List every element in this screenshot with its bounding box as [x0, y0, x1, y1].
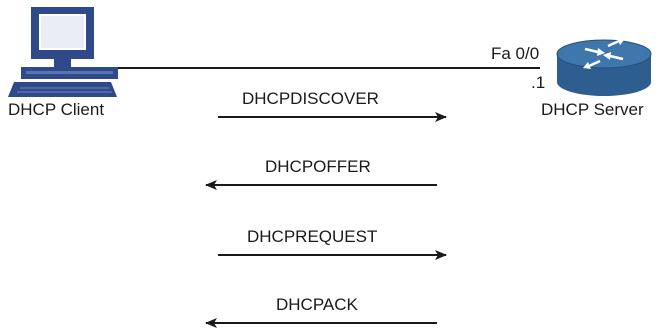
desktop-computer-icon	[8, 7, 118, 97]
dhcpack-label: DHCPACK	[276, 295, 358, 314]
host-address-label: .1	[531, 73, 546, 92]
interface-label: Fa 0/0	[491, 44, 540, 63]
dhcprequest-label: DHCPREQUEST	[247, 227, 378, 246]
server-label: DHCP Server	[541, 100, 644, 119]
client-label: DHCP Client	[8, 100, 105, 119]
router-icon	[556, 38, 652, 96]
dhcpdiscover-label: DHCPDISCOVER	[242, 89, 379, 108]
dhcpoffer-label: DHCPOFFER	[265, 157, 371, 176]
